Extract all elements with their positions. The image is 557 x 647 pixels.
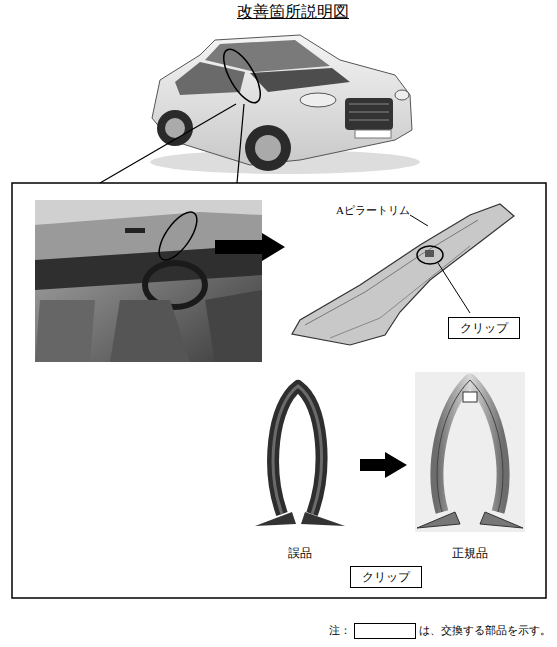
a-pillar-trim-drawing — [292, 204, 514, 345]
part-callout-box: クリップ — [350, 566, 422, 588]
correct-clip-photo — [415, 372, 525, 532]
wrong-part-label: 誤品 — [288, 546, 312, 560]
highlight-ellipse — [217, 44, 268, 108]
part-name: クリップ — [362, 570, 410, 584]
zoom-line — [237, 104, 244, 183]
leader-line — [438, 263, 470, 313]
note-text: は、交換する部品を示す。 — [419, 624, 551, 638]
detail-frame — [12, 183, 546, 598]
arrow — [360, 452, 407, 478]
wrong-clip-photo — [255, 386, 345, 526]
car-photo — [150, 35, 420, 174]
zoom-line — [100, 104, 236, 183]
arrow — [215, 233, 285, 261]
highlight-ellipse — [152, 206, 204, 266]
note-label: 注： — [329, 624, 351, 638]
highlight-ellipse — [417, 246, 443, 264]
title: 改善箇所説明図 — [237, 2, 349, 21]
leader-line — [410, 215, 428, 226]
note: 注： は、交換する部品を示す。 — [329, 623, 551, 639]
part-callout-box: クリップ — [448, 317, 520, 339]
correct-part-label: 正規品 — [452, 546, 488, 560]
note-box-sample — [354, 623, 416, 639]
part-label: Aピラートリム — [336, 204, 410, 217]
interior-photo — [35, 200, 262, 362]
part-name: クリップ — [460, 321, 508, 335]
